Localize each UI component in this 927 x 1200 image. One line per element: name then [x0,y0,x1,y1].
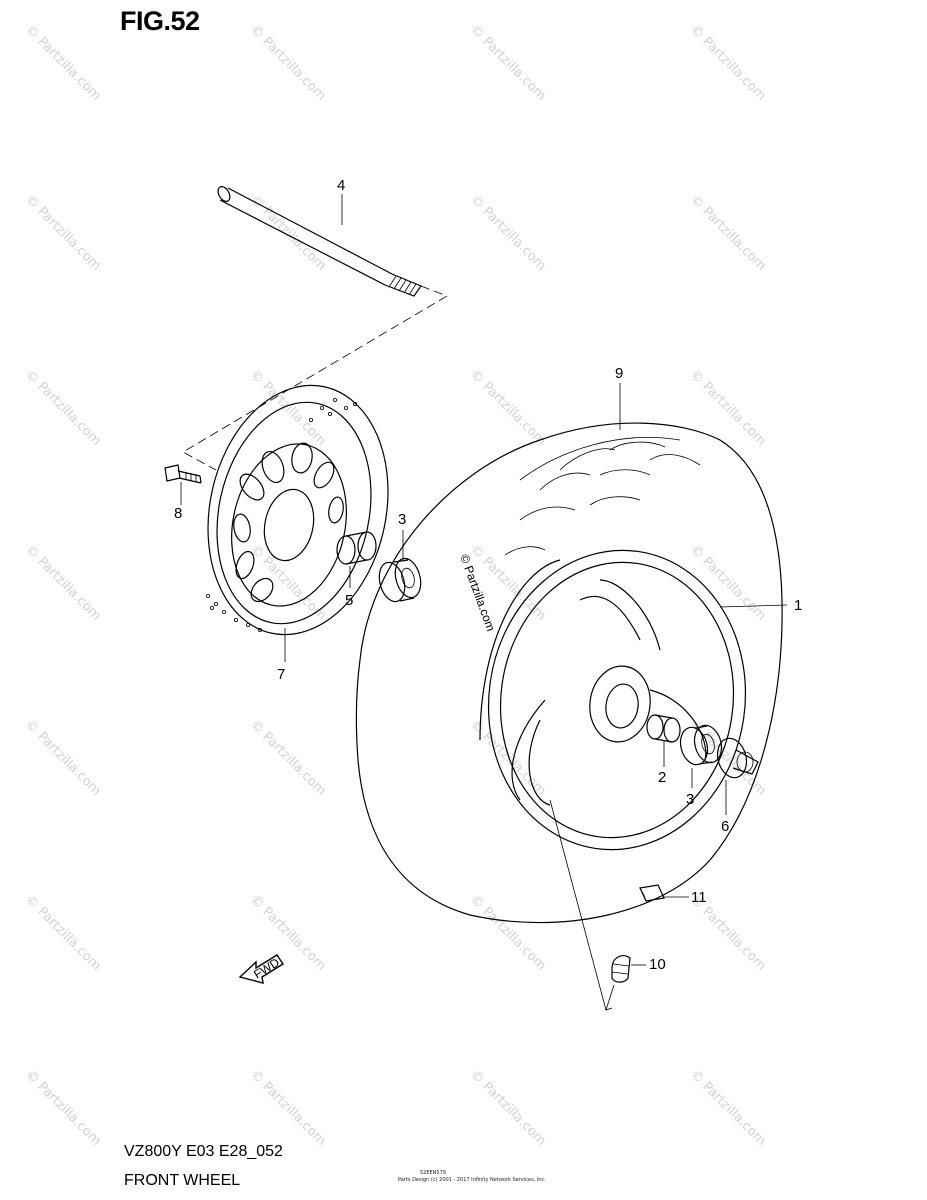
callout-1: 1 [794,597,802,614]
watermark: © Partzilla.com [467,367,549,449]
watermark: © Partzilla.com [467,192,549,274]
watermark: © Partzilla.com [467,1067,549,1149]
callout-5: 5 [345,592,353,609]
callout-9: 9 [615,365,623,382]
right-wheel-bearing[interactable] [677,722,726,767]
callout-3-right: 3 [686,791,694,808]
axle-guide-line [182,285,448,471]
front-tire[interactable] [355,422,783,924]
watermark: © Partzilla.com [687,542,769,624]
watermark: © Partzilla.com [687,367,769,449]
callout-11: 11 [691,889,707,906]
watermark: © Partzilla.com [467,892,549,974]
leader-lines [180,194,788,1012]
watermark: © Partzilla.com [467,22,549,104]
right-wheel-spacer[interactable] [646,714,681,743]
callout-3-left: 3 [398,511,406,528]
watermark: © Partzilla.com [247,717,329,799]
watermark: © Partzilla.com [22,1067,104,1149]
tire-valve-cap[interactable] [611,955,631,983]
disc-bolt[interactable] [164,464,202,484]
watermark: © Partzilla.com [22,367,104,449]
callout-2: 2 [658,769,666,786]
balance-weight[interactable] [639,884,665,902]
watermark: © Partzilla.com [22,892,104,974]
watermark: © Partzilla.com [247,892,329,974]
left-wheel-spacer[interactable] [336,531,377,565]
forward-direction-arrow: FWD [238,954,284,984]
model-code: VZ800Y E03 E28_052 [124,1143,283,1160]
callout-6: 6 [721,818,729,835]
figure-title: FIG.52 [120,6,200,36]
watermark: © Partzilla.com [22,717,104,799]
front-wheel-collar[interactable] [713,735,759,781]
watermark: © Partzilla.com [247,367,329,449]
callout-10: 10 [649,956,666,973]
front-wheel-rim[interactable] [469,534,764,867]
section-name: FRONT WHEEL [124,1172,241,1189]
callout-4: 4 [337,177,345,194]
fine-print-copyright: Parts Design (c) 2001 - 2017 Infinity Ne… [398,1177,546,1183]
watermark: © Partzilla.com [22,542,104,624]
callouts: 4 9 1 3 5 7 8 2 3 6 11 10 [174,177,802,973]
watermark: © Partzilla.com [22,192,104,274]
watermark: © Partzilla.com [687,192,769,274]
callout-7: 7 [277,666,285,683]
watermark: © Partzilla.com [687,1067,769,1149]
watermark: © Partzilla.com [22,22,104,104]
watermark-layer: © Partzilla.com © Partzilla.com © Partzi… [22,22,769,1149]
watermark: © Partzilla.com [247,1067,329,1149]
callout-8: 8 [174,505,182,522]
watermark: © Partzilla.com [467,717,549,799]
watermark: © Partzilla.com [687,22,769,104]
fine-print-code: 52EEN579 [420,1170,446,1176]
front-axle[interactable] [216,185,422,297]
watermark: © Partzilla.com [247,22,329,104]
